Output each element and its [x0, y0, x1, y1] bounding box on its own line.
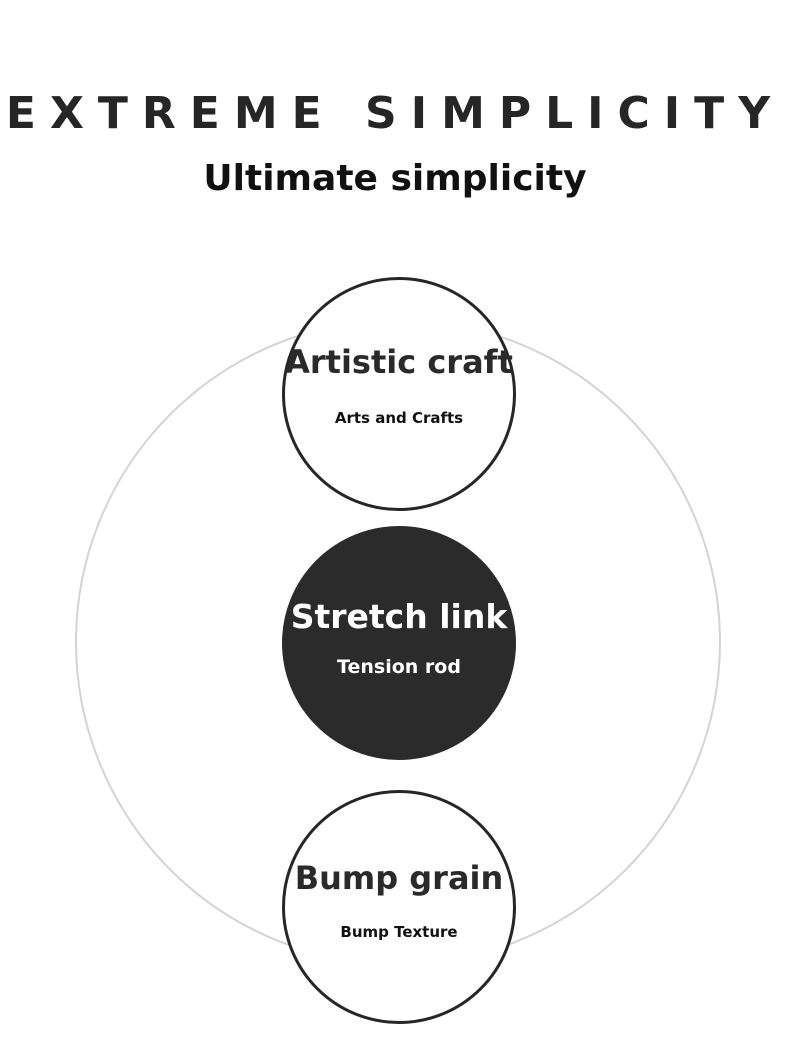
node-caption: Tension rod — [337, 656, 461, 678]
node-title: Stretch link — [290, 597, 508, 636]
node-caption: Bump Texture — [340, 923, 458, 941]
headline: EXTREME SIMPLICITY — [5, 88, 785, 139]
node-artistic-craft: Artistic craft Arts and Crafts — [282, 277, 516, 511]
node-caption: Arts and Crafts — [334, 409, 464, 427]
subheadline: Ultimate simplicity — [203, 158, 587, 199]
node-title: Bump grain — [294, 859, 504, 897]
node-bump-grain: Bump grain Bump Texture — [282, 790, 516, 1024]
node-stretch-link: Stretch link Tension rod — [282, 526, 516, 760]
node-title: Artistic craft — [285, 343, 513, 381]
